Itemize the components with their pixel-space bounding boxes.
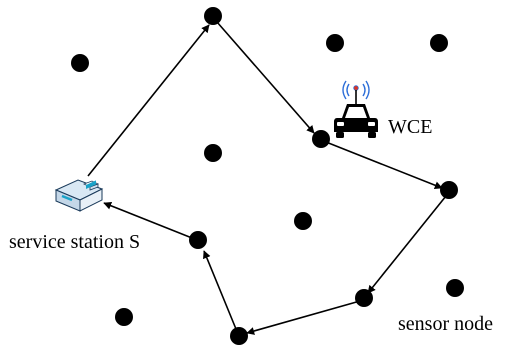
sensor-node	[446, 279, 464, 297]
service-station-icon	[54, 179, 104, 212]
sensor-node	[440, 181, 458, 199]
sensor-node	[230, 327, 248, 345]
sensor-node-label: sensor node	[398, 313, 493, 335]
sensor-node	[204, 144, 222, 162]
service-station-label: service station S	[9, 231, 140, 253]
sensor-nodes	[71, 7, 464, 345]
car-with-antenna-icon	[334, 80, 378, 138]
sensor-node	[204, 7, 222, 25]
wce-label: WCE	[388, 116, 432, 138]
sensor-node	[312, 130, 330, 148]
route-segment-wce-node-to-right	[325, 141, 443, 190]
sensor-node	[326, 34, 344, 52]
route-segment-right-to-lower-right	[367, 195, 447, 294]
sensor-node	[430, 34, 448, 52]
sensor-node	[294, 212, 312, 230]
sensor-node	[355, 289, 373, 307]
route-segment-lower-right-to-bottom	[246, 300, 361, 335]
sensor-node	[115, 308, 133, 326]
route-path	[87, 21, 447, 335]
sensor-node	[71, 54, 89, 72]
route-segment-top-to-wce-node	[216, 21, 315, 134]
route-segment-bottom-to-center	[203, 250, 237, 330]
sensor-node	[189, 231, 207, 249]
route-segment-center-to-station	[103, 201, 193, 239]
route-segment-station-to-top	[87, 24, 210, 177]
